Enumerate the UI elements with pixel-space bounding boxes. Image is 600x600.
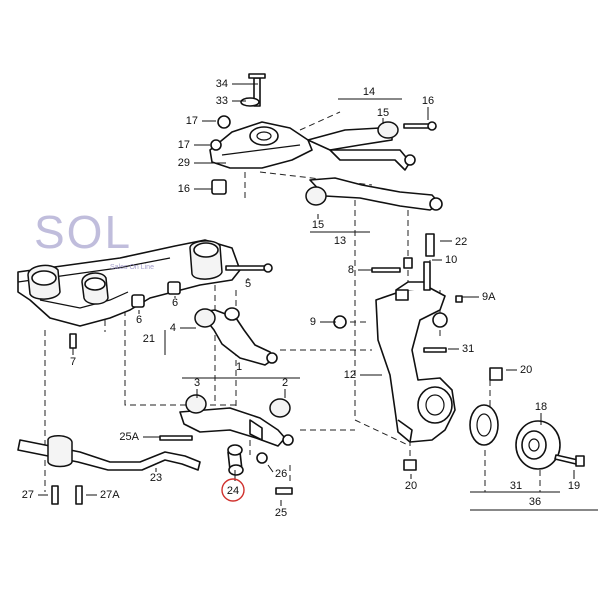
- lower-control-arm: [159, 394, 294, 447]
- callout-c10: 10: [445, 254, 457, 266]
- strut-mount: [209, 73, 313, 195]
- callout-c24: 24: [227, 485, 239, 497]
- callout-c8: 8: [348, 264, 354, 276]
- callout-c20a: 20: [520, 364, 532, 376]
- coupling-rod: [227, 444, 293, 495]
- highlight-circle: [221, 478, 245, 502]
- wheel-bearing-housing: [333, 233, 503, 471]
- callout-c15b: 15: [312, 219, 324, 231]
- callout-c18: 18: [535, 401, 547, 413]
- lower-control-arm-upper: [194, 307, 278, 366]
- callout-c16b: 16: [422, 95, 434, 107]
- callout-c34: 34: [216, 78, 228, 90]
- callout-c6b: 6: [172, 297, 178, 309]
- highlight: [221, 478, 245, 502]
- callout-c5: 5: [245, 278, 251, 290]
- stabilizer-bar: [17, 333, 201, 505]
- callout-c25b: 25: [275, 507, 287, 519]
- callout-c17a: 17: [186, 115, 198, 127]
- callout-c17b: 17: [178, 139, 190, 151]
- callout-c6a: 6: [136, 314, 142, 326]
- callout-c22: 22: [455, 236, 467, 248]
- callout-c36: 36: [529, 496, 541, 508]
- callout-c2: 2: [282, 377, 288, 389]
- wheel-hub-assembly: [469, 404, 585, 470]
- callout-c9a: 9A: [482, 291, 496, 303]
- callout-c25a: 25A: [119, 431, 139, 443]
- watermark: SOL Sales On Line: [34, 206, 154, 271]
- callout-c23: 23: [150, 472, 162, 484]
- callout-c12: 12: [344, 369, 356, 381]
- callout-c7: 7: [70, 356, 76, 368]
- upper-control-arm-front: [307, 121, 437, 171]
- leader-line-c26: [267, 464, 274, 473]
- callout-c26: 26: [275, 468, 287, 480]
- callout-c21: 21: [143, 333, 155, 345]
- callout-c27: 27: [22, 489, 34, 501]
- callout-c33: 33: [216, 95, 228, 107]
- callout-c31a: 31: [462, 343, 474, 355]
- watermark-tagline: Sales On Line: [110, 264, 154, 271]
- callout-c31b: 31: [510, 480, 522, 492]
- callout-c4: 4: [170, 322, 176, 334]
- callout-c19: 19: [568, 480, 580, 492]
- subframe: [17, 239, 273, 327]
- upper-control-arm-rear: [305, 177, 443, 211]
- callout-c16a: 16: [178, 183, 190, 195]
- watermark-brand: SOL: [34, 206, 132, 258]
- callout-c14: 14: [363, 86, 375, 98]
- callout-c27a: 27A: [100, 489, 120, 501]
- callout-c9b: 9: [310, 316, 316, 328]
- callout-c29: 29: [178, 157, 190, 169]
- callout-c1: 1: [236, 361, 242, 373]
- callout-c13: 13: [334, 235, 346, 247]
- callout-c3: 3: [194, 377, 200, 389]
- callout-c20b: 20: [405, 480, 417, 492]
- callout-c15a: 15: [377, 107, 389, 119]
